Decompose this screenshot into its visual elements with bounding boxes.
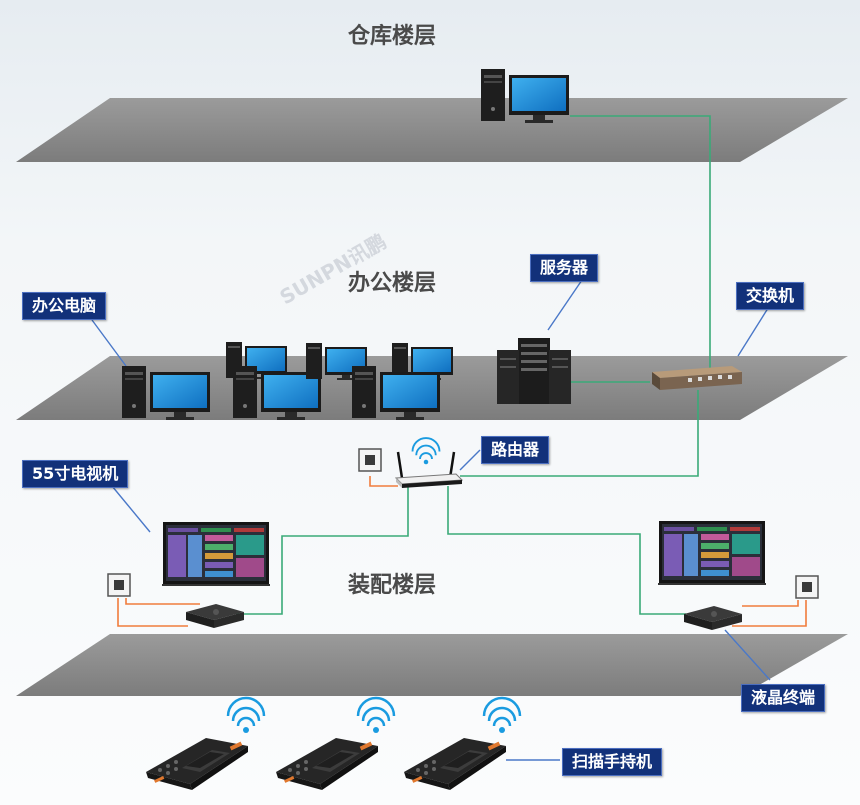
label-leader-lines — [91, 279, 771, 761]
handheld-scanner-icon — [146, 738, 248, 790]
office-computer-icon — [122, 366, 210, 420]
network-switch-icon — [652, 366, 742, 390]
wall-socket-icon — [358, 448, 382, 472]
floor-title-assembly: 装配楼层 — [348, 573, 436, 598]
wifi-signal-icon — [226, 696, 266, 735]
power-cabling — [117, 476, 807, 627]
wireless-router-icon — [394, 437, 464, 488]
warehouse-floor-plane — [16, 98, 848, 162]
tv-screen-icon — [162, 522, 270, 586]
network-cabling — [236, 115, 711, 615]
wall-socket-icon — [795, 575, 819, 599]
handheld-scanner-icon — [404, 738, 506, 790]
wifi-signal-icon — [356, 696, 396, 735]
label-switch: 交换机 — [736, 282, 805, 310]
floor-title-office: 办公楼层 — [348, 271, 436, 296]
media-player-box-icon — [186, 604, 244, 628]
warehouse-computer-icon — [481, 69, 569, 123]
label-office-pc: 办公电脑 — [22, 292, 107, 320]
tv-screen-icon — [658, 521, 766, 585]
assembly-floor-plane — [16, 634, 848, 696]
wall-socket-icon — [107, 573, 131, 597]
server-rack-icon — [497, 338, 571, 404]
floor-title-warehouse: 仓库楼层 — [347, 23, 436, 49]
label-scanner: 扫描手持机 — [562, 748, 663, 776]
handheld-scanner-icon — [276, 738, 378, 790]
label-router: 路由器 — [481, 436, 550, 464]
office-computer-icon — [352, 366, 440, 420]
label-lcd-terminal: 液晶终端 — [741, 684, 826, 712]
watermark: SUNPN讯鹏 — [276, 229, 391, 309]
label-server: 服务器 — [530, 254, 599, 282]
wifi-signal-icon — [411, 437, 441, 466]
label-tv: 55寸电视机 — [22, 460, 129, 488]
wifi-signal-icon — [482, 696, 522, 735]
